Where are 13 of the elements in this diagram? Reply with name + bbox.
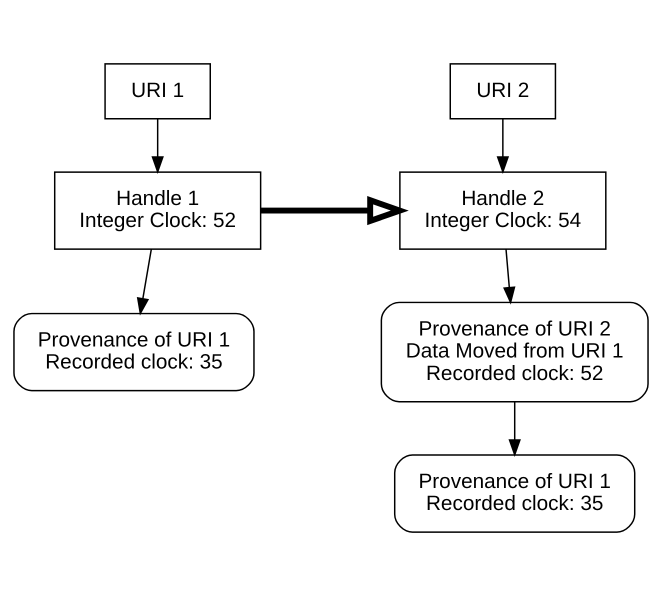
arrow <box>496 118 510 174</box>
node-box: Provenance of URI 2 Data Moved from URI 1 Recorded clock: 52 <box>380 301 649 402</box>
arrow <box>136 248 152 316</box>
node-box: URI 2 <box>450 62 556 119</box>
node-box: Provenance of URI 1 Recorded clock: 35 <box>13 312 255 391</box>
node-box: Provenance of URI 1 Recorded clock: 35 <box>394 454 636 532</box>
arrow <box>503 248 516 304</box>
arrow <box>508 402 521 457</box>
arrow <box>260 196 409 225</box>
arrow <box>151 118 164 174</box>
node-box: URI 1 <box>104 62 211 119</box>
node-box: Handle 1 Integer Clock: 52 <box>54 170 262 250</box>
node-box: Handle 2 Integer Clock: 54 <box>399 170 607 250</box>
